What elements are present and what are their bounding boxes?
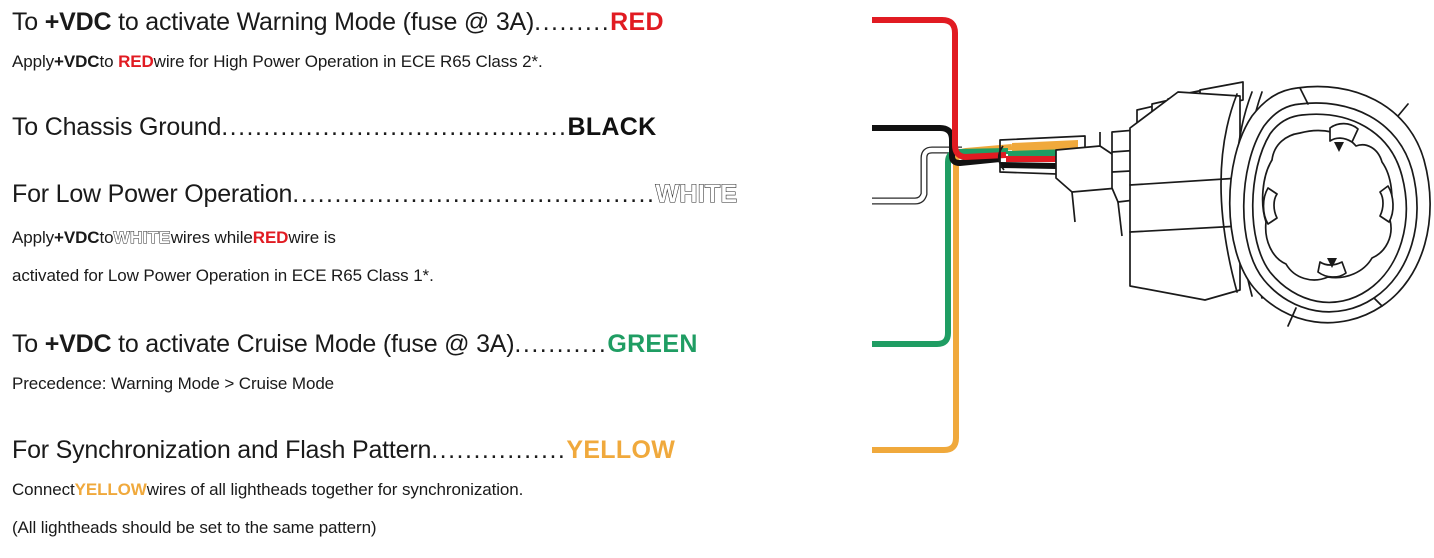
row-title-synchronization: For Synchronization and Flash Pattern (12, 436, 432, 464)
dot-leader: ......... (534, 8, 611, 36)
wire-black (872, 125, 1001, 166)
wire-red (872, 17, 1007, 160)
note-cruise-mode: Precedence: Warning Mode > Cruise Mode (12, 374, 335, 393)
inline-red: RED (118, 52, 154, 71)
lens-squircle (1261, 129, 1393, 281)
bezel-inner-2 (1251, 113, 1408, 304)
inline-white: WHITE (113, 228, 171, 248)
fin-2 (1151, 93, 1197, 123)
housing-line-2 (1129, 225, 1241, 233)
instruction-low-power: For Low Power Operation ................… (12, 179, 738, 209)
vdc-bold: +VDC (54, 52, 100, 71)
rib-edge (1117, 201, 1123, 237)
wire-green (872, 148, 1009, 347)
vdc-bold: +VDC (44, 8, 112, 36)
wire-yellow (872, 144, 1013, 453)
inline-yellow: YELLOW (74, 480, 147, 499)
note-low-power-1: Apply +VDC to WHITE wires while RED wire… (12, 228, 336, 248)
lens-notch-right (1379, 185, 1394, 223)
conductor-green-stub (1008, 149, 1070, 157)
fin-1 (1136, 99, 1181, 129)
conductor-yellow-stub (1012, 140, 1078, 152)
fin-4 (1183, 84, 1229, 113)
note-warning-mode: Apply +VDC to RED wire for High Power Op… (12, 52, 543, 71)
lens-notch-left (1262, 187, 1278, 225)
wire-white-outer (872, 146, 962, 205)
fin-5 (1199, 81, 1244, 109)
row-title-cruise-mode: To +VDC to activate Cruise Mode (fuse @ … (12, 330, 515, 358)
rib-2 (1111, 168, 1169, 173)
conductor-red-stub (1006, 156, 1062, 162)
rear-housing (1129, 91, 1241, 301)
led-lighthead (1129, 81, 1431, 327)
wire-label-black: BLACK (567, 113, 657, 141)
instruction-warning-mode: To +VDC to activate Warning Mode (fuse @… (12, 8, 664, 37)
conductor-black-stub (1000, 162, 1056, 169)
boot-edge-1 (1071, 191, 1076, 223)
instruction-cruise-mode: To +VDC to activate Cruise Mode (fuse @ … (12, 330, 698, 359)
wire-label-red: RED (610, 8, 664, 36)
bezel-seam-br (1373, 297, 1383, 307)
lens-notch-top (1329, 122, 1359, 143)
note-sync-1: Connect YELLOW wires of all lightheads t… (12, 480, 524, 499)
rear-fins (1136, 81, 1244, 129)
note-low-power-2: activated for Low Power Operation in ECE… (12, 266, 434, 285)
fin-3 (1167, 88, 1213, 118)
row-title-chassis-ground: To Chassis Ground (12, 113, 222, 141)
bezel-seam-tr (1397, 103, 1409, 117)
wire-bundle-routing (872, 17, 1013, 453)
dot-leader: ........... (514, 330, 608, 358)
inline-red: RED (252, 228, 289, 247)
bezel-inner (1242, 102, 1418, 313)
wire-label-green: GREEN (607, 330, 698, 358)
instruction-synchronization: For Synchronization and Flash Pattern ..… (12, 436, 675, 465)
wire-label-white: WHITE (655, 179, 738, 208)
collar-back-edge (1220, 93, 1238, 293)
wire-label-yellow: YELLOW (566, 436, 676, 464)
bezel-seam-top (1299, 87, 1309, 105)
wire-white-inner (872, 147, 962, 204)
triangle-down-icon (1327, 258, 1337, 268)
row-title-low-power: For Low Power Operation (12, 180, 293, 208)
strain-relief-ribs (1111, 127, 1169, 203)
bezel-seam-bottom (1287, 307, 1297, 327)
note-sync-2: (All lightheads should be set to the sam… (12, 518, 377, 537)
lens-notch-bottom (1317, 261, 1347, 278)
collar-groove-1 (1235, 91, 1253, 297)
cable-sheath (997, 114, 1169, 237)
row-title-warning-mode: To +VDC to activate Warning Mode (fuse @… (12, 8, 535, 36)
dot-leader: ........................................… (221, 113, 568, 141)
instruction-list: To +VDC to activate Warning Mode (fuse @… (12, 8, 738, 537)
strain-relief-boot (1055, 145, 1119, 193)
triangle-up-icon (1334, 142, 1344, 152)
collar-groove-2 (1246, 91, 1263, 299)
bezel-outer (1228, 85, 1431, 324)
dot-leader: ................ (431, 436, 567, 464)
housing-line-1 (1129, 177, 1241, 186)
jacket-end-cap (997, 145, 1005, 171)
instruction-chassis-ground: To Chassis Ground ......................… (12, 113, 656, 142)
vdc-bold: +VDC (44, 330, 112, 358)
rib-1 (1111, 147, 1169, 153)
jacket-body (999, 135, 1086, 176)
dot-leader: ........................................… (292, 180, 656, 208)
vdc-bold: +VDC (54, 228, 100, 247)
